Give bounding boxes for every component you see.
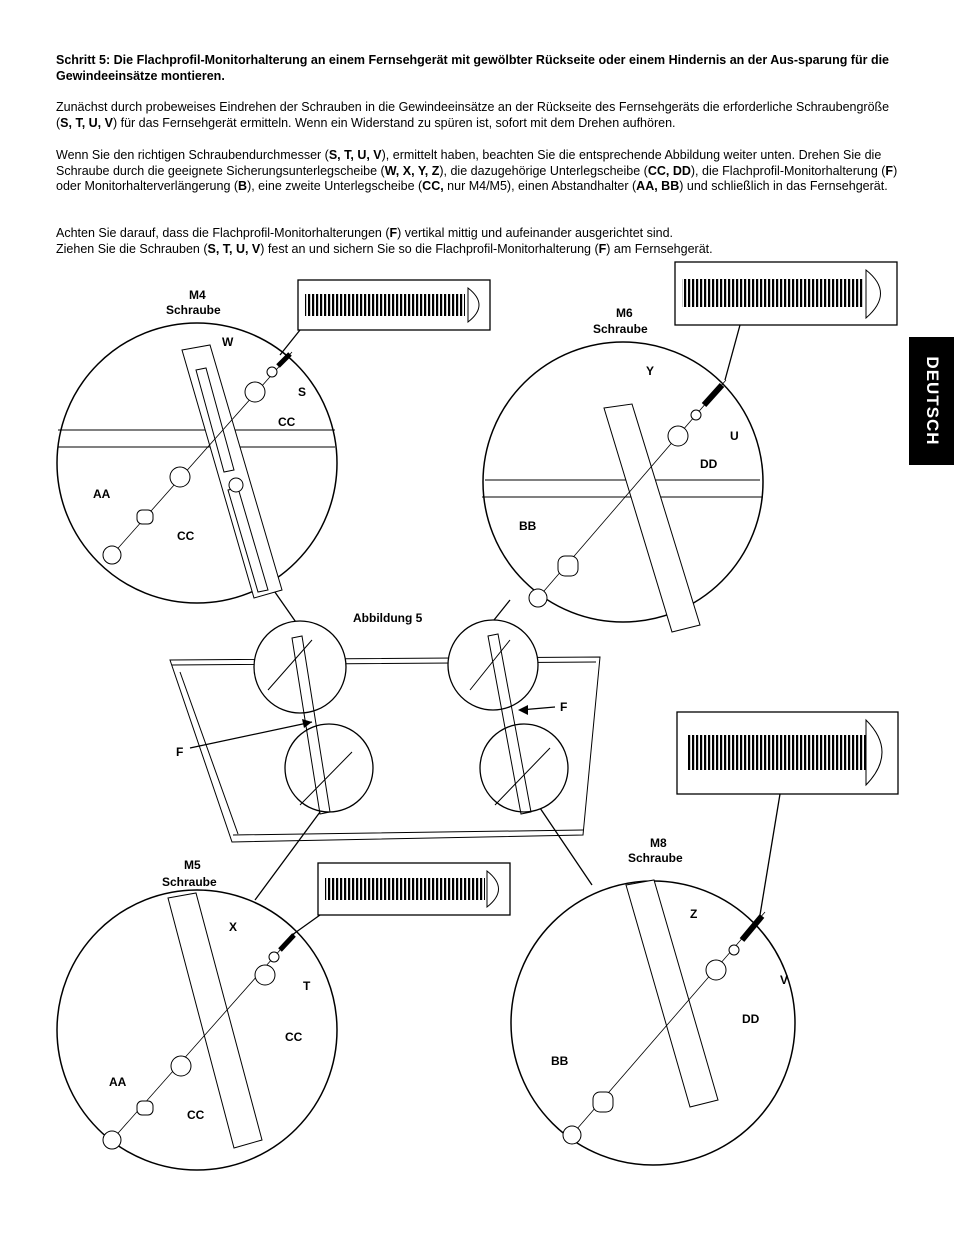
label-f-right: F (560, 700, 567, 714)
label-aa-m4: AA (93, 487, 111, 501)
screw-inset-m6 (674, 261, 898, 381)
m6-sub: Schraube (593, 322, 648, 336)
instruction-paragraph-3: Achten Sie darauf, dass die Flachprofil-… (56, 226, 713, 256)
language-tab: DEUTSCH (909, 337, 954, 465)
detail-m6 (482, 341, 764, 633)
m4-sub: Schraube (166, 303, 221, 317)
small-detail-circles (253, 619, 569, 813)
m8-sub: Schraube (628, 851, 683, 865)
label-s: S (298, 385, 306, 399)
label-cc-m4-2: CC (177, 529, 195, 543)
label-v: V (780, 973, 788, 987)
figure-title: Abbildung 5 (353, 611, 423, 625)
label-aa-m5: AA (109, 1075, 127, 1089)
label-f-left: F (176, 745, 183, 759)
small-circle-brackets (267, 633, 551, 815)
label-cc-m5-1: CC (285, 1030, 303, 1044)
label-cc-m5-2: CC (187, 1108, 205, 1122)
m5-sub: Schraube (162, 875, 217, 889)
instruction-paragraph-2: Wenn Sie den richtigen Schraubendurchmes… (56, 148, 898, 193)
label-w: W (222, 335, 234, 349)
detail-m8 (510, 879, 796, 1166)
m5-name: M5 (184, 858, 201, 872)
label-cc-m4-1: CC (278, 415, 296, 429)
screw-inset-m8 (676, 711, 899, 916)
label-bb-m6: BB (519, 519, 537, 533)
detail-m5 (56, 889, 338, 1171)
label-z: Z (690, 907, 697, 921)
step-title: Schritt 5: Die Flachprofil-Monitorhalter… (56, 53, 890, 83)
label-x: X (229, 920, 237, 934)
instruction-paragraph-1: Zunächst durch probeweises Eindrehen der… (56, 100, 890, 130)
label-dd-m6: DD (700, 457, 718, 471)
screw-inset-m4 (279, 279, 491, 356)
label-u: U (730, 429, 739, 443)
label-t: T (303, 979, 311, 993)
screw-inset-m5 (291, 862, 511, 936)
label-y: Y (646, 364, 654, 378)
m8-name: M8 (650, 836, 667, 850)
detail-m4 (56, 322, 338, 604)
m6-name: M6 (616, 306, 633, 320)
label-dd-m8: DD (742, 1012, 760, 1026)
label-bb-m8: BB (551, 1054, 569, 1068)
f-bracket-labels: F F (176, 700, 567, 759)
m4-name: M4 (189, 288, 206, 302)
